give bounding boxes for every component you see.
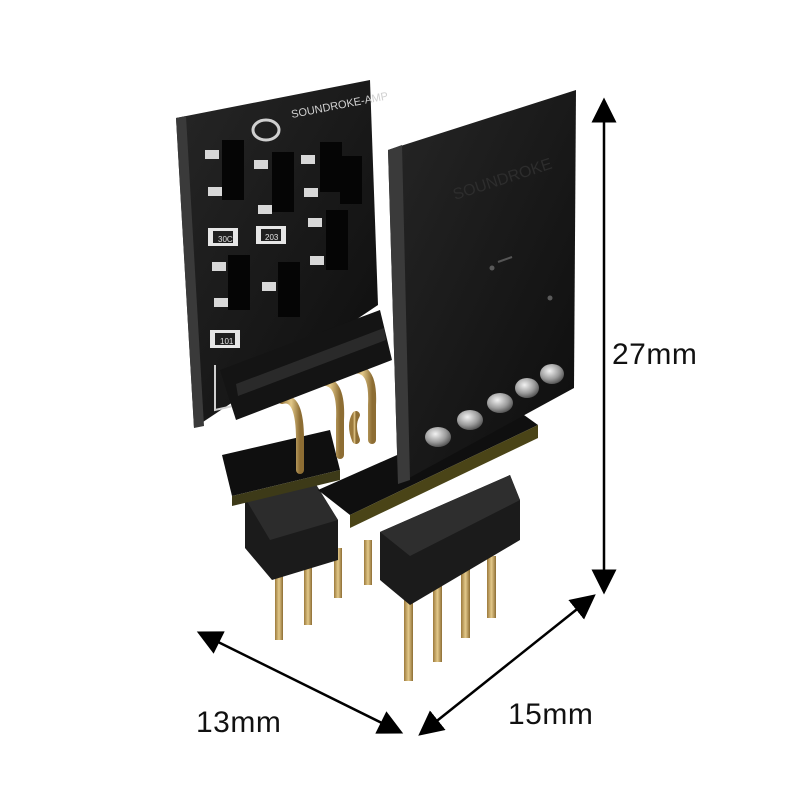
right-vertical-pcb: SOUNDROKE bbox=[388, 90, 576, 484]
resistor-code-3: 101 bbox=[220, 337, 234, 346]
height-dimension-label: 27mm bbox=[612, 338, 698, 371]
left-vertical-pcb: SOUNDROKE-AMP 30C 203 101 bbox=[176, 80, 389, 428]
resistor-code-2: 203 bbox=[265, 233, 279, 242]
resistor-code-1: 30C bbox=[218, 235, 233, 244]
lead-shroud bbox=[220, 310, 392, 420]
left-header-pins bbox=[275, 540, 372, 640]
width-right-dimension-label: 15mm bbox=[508, 698, 594, 731]
width-right-dimension-arrow bbox=[418, 594, 596, 736]
solder-joints bbox=[425, 364, 564, 447]
width-left-dimension-arrow bbox=[196, 631, 404, 734]
left-base-pcb bbox=[222, 430, 340, 506]
right-header-block bbox=[380, 475, 520, 605]
dimension-lines bbox=[196, 97, 617, 736]
width-left-dimension-label: 13mm bbox=[196, 706, 282, 739]
